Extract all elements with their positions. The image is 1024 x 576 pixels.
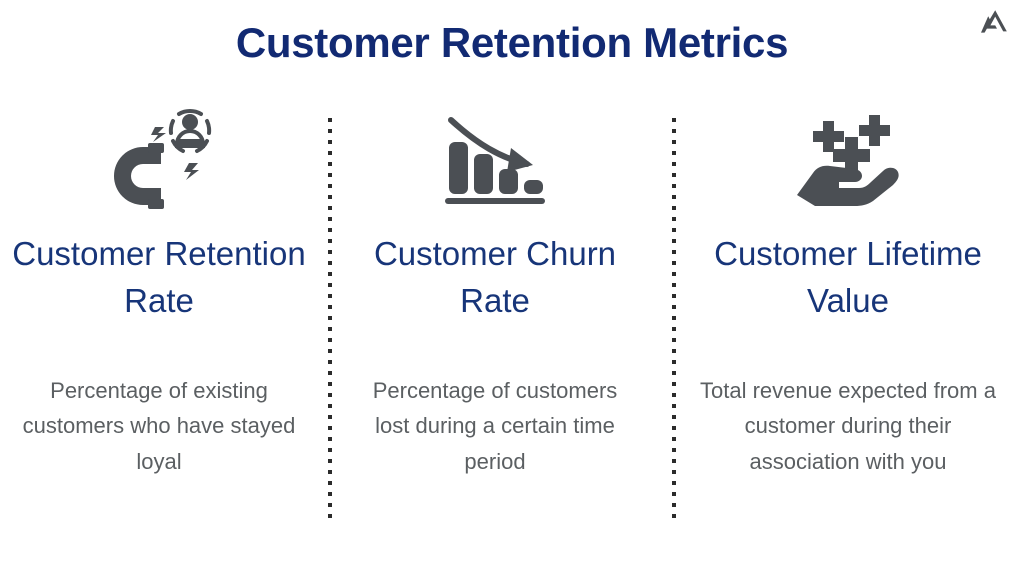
mountain-logo-icon <box>981 10 1007 33</box>
icon-container <box>793 105 903 213</box>
metric-description: Percentage of customers lost during a ce… <box>372 377 618 474</box>
metric-column-customer-churn-rate: Customer Churn Rate Percentage of custom… <box>318 105 672 535</box>
metric-heading: Customer Lifetime Value <box>714 235 982 319</box>
metrics-columns: Customer Retention Rate Percentage of ex… <box>0 105 1024 535</box>
declining-bar-chart-icon <box>445 117 545 204</box>
metric-description: Total revenue expected from a customer d… <box>700 377 996 474</box>
icon-container <box>443 105 547 213</box>
brand-logo <box>978 6 1012 36</box>
metric-heading: Customer Retention Rate <box>12 235 306 319</box>
metric-heading: Customer Churn Rate <box>373 235 617 319</box>
magnet-attracting-customer-icon <box>113 109 212 209</box>
metric-column-customer-retention-rate: Customer Retention Rate Percentage of ex… <box>0 105 318 535</box>
icon-container <box>103 105 215 213</box>
page-title: Customer Retention Metrics <box>235 19 789 66</box>
metric-description: Percentage of existing customers who hav… <box>22 377 296 474</box>
hand-with-sparkles-icon <box>797 115 899 206</box>
column-divider-2 <box>672 118 676 518</box>
metric-column-customer-lifetime-value: Customer Lifetime Value Total revenue ex… <box>672 105 1024 535</box>
column-divider-1 <box>328 118 332 518</box>
